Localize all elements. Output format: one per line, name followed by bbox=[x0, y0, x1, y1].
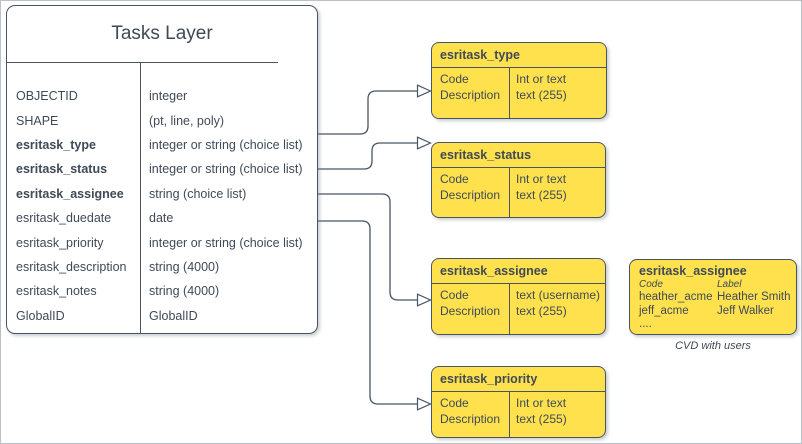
type-column: Int or text text (255) bbox=[510, 392, 567, 437]
field-type: (pt, line, poly) bbox=[149, 113, 225, 128]
tasks-layer-title: Tasks Layer bbox=[111, 23, 213, 44]
field-row: SHAPE (pt, line, poly) bbox=[7, 108, 317, 132]
description-label: Description bbox=[440, 303, 501, 318]
choice-table-body: Code Description text (username) text (2… bbox=[432, 284, 605, 334]
choice-table-title: esritask_assignee bbox=[432, 259, 605, 284]
field-type: integer or string (choice list) bbox=[149, 137, 303, 152]
choice-table-title: esritask_priority bbox=[432, 367, 605, 392]
type-column: Int or text text (255) bbox=[510, 68, 567, 118]
field-name: esritask_notes bbox=[16, 284, 97, 299]
field-type: string (4000) bbox=[149, 284, 220, 299]
field-name: OBJECTID bbox=[16, 89, 78, 104]
field-row: esritask_priority integer or string (cho… bbox=[7, 230, 317, 254]
choice-table-body: Code Description Int or text text (255) bbox=[432, 392, 605, 437]
choice-table-esritask-type: esritask_type Code Description Int or te… bbox=[431, 42, 607, 119]
cvd-row-label: Heather Smith bbox=[717, 291, 791, 303]
field-row: GlobalID GlobalID bbox=[7, 304, 317, 328]
description-type: text (255) bbox=[516, 303, 567, 318]
field-name: SHAPE bbox=[16, 113, 59, 128]
cvd-col-header-label: Label bbox=[717, 279, 742, 290]
field-name: GlobalID bbox=[16, 308, 65, 323]
cvd-table: esritask_assignee Code Label heather_acm… bbox=[629, 259, 797, 335]
arrowhead-status bbox=[416, 136, 432, 150]
choice-table-esritask-assignee: esritask_assignee Code Description text … bbox=[431, 258, 606, 335]
code-label: Code bbox=[440, 288, 469, 302]
code-type: Int or text bbox=[516, 172, 567, 186]
field-name: esritask_duedate bbox=[16, 211, 112, 226]
cvd-col-header-code: Code bbox=[639, 279, 663, 290]
choice-table-esritask-priority: esritask_priority Code Description Int o… bbox=[431, 366, 606, 438]
field-type: GlobalID bbox=[149, 308, 198, 323]
field-row: esritask_duedate date bbox=[7, 206, 317, 230]
cvd-row-code: heather_acme bbox=[639, 291, 713, 303]
cvd-grid: Code Label heather_acme Heather Smith je… bbox=[639, 279, 792, 332]
description-label: Description bbox=[440, 187, 501, 202]
field-name: esritask_status bbox=[16, 162, 108, 177]
description-label: Description bbox=[440, 87, 501, 102]
field-type: string (4000) bbox=[149, 259, 220, 274]
connector-esritask-status bbox=[318, 142, 418, 170]
choice-table-esritask-status: esritask_status Code Description Int or … bbox=[431, 142, 606, 218]
code-label: Code bbox=[440, 72, 469, 86]
arrowhead-assignee bbox=[416, 293, 432, 307]
code-label: Code bbox=[440, 172, 469, 186]
cvd-row-label: Jeff Walker bbox=[717, 304, 774, 317]
field-type: integer bbox=[149, 89, 188, 104]
cvd-title: esritask_assignee bbox=[639, 264, 747, 278]
field-row: esritask_type integer or string (choice … bbox=[7, 133, 317, 157]
field-row: esritask_assignee string (choice list) bbox=[7, 182, 317, 206]
type-column: Int or text text (255) bbox=[510, 168, 567, 217]
cvd-row-label bbox=[717, 318, 792, 332]
field-type: integer or string (choice list) bbox=[149, 162, 303, 177]
field-row: OBJECTID integer bbox=[7, 84, 317, 108]
code-type: Int or text bbox=[516, 396, 567, 410]
arrowhead-type bbox=[416, 84, 432, 98]
code-label: Code bbox=[440, 396, 469, 410]
cvd-caption: CVD with users bbox=[675, 340, 751, 352]
connector-esritask-assignee bbox=[318, 193, 418, 301]
code-column: Code Description bbox=[432, 284, 510, 334]
type-column: text (username) text (255) bbox=[510, 284, 600, 334]
code-column: Code Description bbox=[432, 168, 510, 217]
field-name: esritask_type bbox=[16, 137, 96, 152]
description-type: text (255) bbox=[516, 87, 567, 102]
field-type: date bbox=[149, 211, 174, 226]
field-row: esritask_status integer or string (choic… bbox=[7, 157, 317, 181]
description-label: Description bbox=[440, 411, 501, 426]
field-row: esritask_notes string (4000) bbox=[7, 279, 317, 303]
connector-esritask-type bbox=[318, 90, 418, 135]
arrowhead-priority bbox=[416, 397, 432, 411]
title-divider bbox=[7, 62, 278, 63]
choice-table-title: esritask_type bbox=[432, 43, 606, 68]
description-type: text (255) bbox=[516, 411, 567, 426]
connector-esritask-priority bbox=[318, 220, 418, 405]
description-type: text (255) bbox=[516, 187, 567, 202]
tasks-layer-table: Tasks Layer OBJECTID integer SHAPE (pt, … bbox=[6, 5, 318, 334]
field-type: integer or string (choice list) bbox=[149, 235, 303, 250]
choice-table-body: Code Description Int or text text (255) bbox=[432, 168, 605, 217]
cvd-row-code: jeff_acme bbox=[639, 304, 689, 317]
code-type: text (username) bbox=[516, 288, 601, 302]
code-type: Int or text bbox=[516, 72, 567, 86]
field-list: OBJECTID integer SHAPE (pt, line, poly) … bbox=[7, 62, 317, 328]
choice-table-body: Code Description Int or text text (255) bbox=[432, 68, 606, 118]
cvd-row-code: .... bbox=[639, 318, 652, 330]
field-name: esritask_description bbox=[16, 259, 127, 274]
choice-table-title: esritask_status bbox=[432, 143, 605, 168]
field-type: string (choice list) bbox=[149, 186, 247, 201]
code-column: Code Description bbox=[432, 392, 510, 437]
code-column: Code Description bbox=[432, 68, 510, 118]
field-name: esritask_priority bbox=[16, 235, 104, 250]
column-divider bbox=[140, 62, 141, 333]
field-name: esritask_assignee bbox=[16, 186, 124, 201]
field-row: esritask_description string (4000) bbox=[7, 255, 317, 279]
